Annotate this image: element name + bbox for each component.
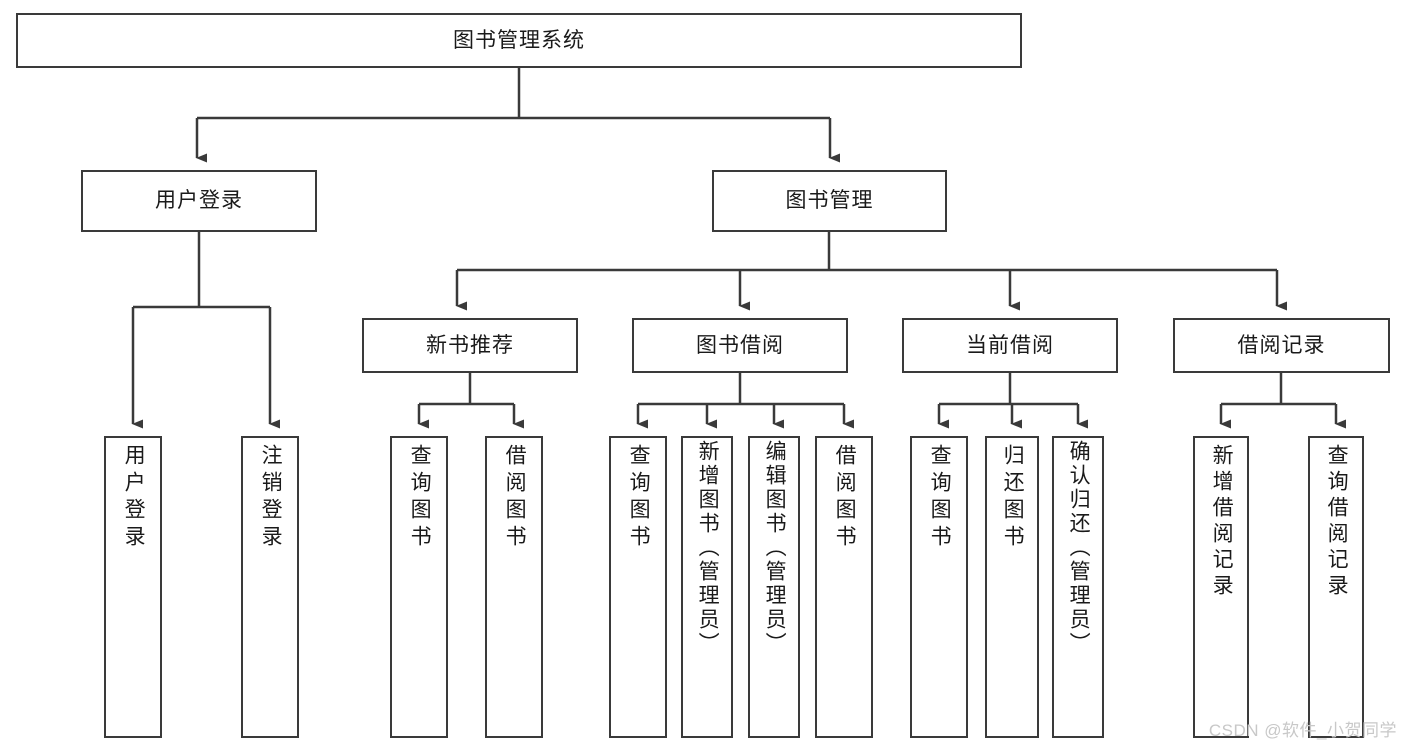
- node-book-borrow-label: 图书借阅: [696, 333, 784, 357]
- watermark: CSDN @软件_小贺同学: [1208, 721, 1397, 740]
- node-query-book-1-label: 查询图书: [408, 444, 432, 552]
- node-query-book-3-label: 查询图书: [928, 444, 952, 552]
- node-confirm-return-admin[interactable]: 确认归还（管理员）: [1052, 436, 1104, 738]
- node-current-borrow-label: 当前借阅: [966, 333, 1054, 357]
- node-book-manage-label: 图书管理: [785, 189, 874, 213]
- node-new-book-recommend[interactable]: 新书推荐: [362, 318, 578, 373]
- node-book-manage[interactable]: 图书管理: [712, 170, 947, 232]
- node-query-borrow-record-label: 查询借阅记录: [1325, 444, 1349, 600]
- node-query-book-3[interactable]: 查询图书: [910, 436, 968, 738]
- node-borrow-book-1[interactable]: 借阅图书: [485, 436, 543, 738]
- node-current-borrow[interactable]: 当前借阅: [902, 318, 1118, 373]
- node-new-book-recommend-label: 新书推荐: [426, 333, 514, 357]
- node-return-book-label: 归还图书: [1001, 444, 1025, 552]
- node-user-login[interactable]: 用户登录: [81, 170, 317, 232]
- node-user-logout[interactable]: 注销登录: [241, 436, 299, 738]
- node-user-login-do[interactable]: 用户登录: [104, 436, 162, 738]
- node-return-book[interactable]: 归还图书: [985, 436, 1039, 738]
- node-book-borrow[interactable]: 图书借阅: [632, 318, 848, 373]
- node-edit-book-admin[interactable]: 编辑图书（管理员）: [748, 436, 800, 738]
- node-add-borrow-record-label: 新增借阅记录: [1210, 444, 1234, 600]
- node-borrow-record[interactable]: 借阅记录: [1173, 318, 1390, 373]
- node-query-book-2[interactable]: 查询图书: [609, 436, 667, 738]
- node-add-book-admin[interactable]: 新增图书（管理员）: [681, 436, 733, 738]
- node-edit-book-admin-label: 编辑图书（管理员）: [763, 440, 787, 656]
- node-query-book-1[interactable]: 查询图书: [390, 436, 448, 738]
- node-add-borrow-record[interactable]: 新增借阅记录: [1193, 436, 1249, 738]
- node-borrow-book-2-label: 借阅图书: [833, 444, 857, 552]
- node-user-login-do-label: 用户登录: [122, 444, 146, 552]
- node-root-label: 图书管理系统: [453, 28, 585, 52]
- node-confirm-return-admin-label: 确认归还（管理员）: [1067, 440, 1091, 656]
- node-borrow-book-1-label: 借阅图书: [503, 444, 527, 552]
- node-add-book-admin-label: 新增图书（管理员）: [696, 440, 720, 656]
- node-borrow-book-2[interactable]: 借阅图书: [815, 436, 873, 738]
- node-query-borrow-record[interactable]: 查询借阅记录: [1308, 436, 1364, 738]
- node-root[interactable]: 图书管理系统: [16, 13, 1022, 68]
- node-user-login-label: 用户登录: [155, 189, 243, 213]
- node-query-book-2-label: 查询图书: [627, 444, 651, 552]
- node-user-logout-label: 注销登录: [259, 444, 283, 552]
- node-borrow-record-label: 借阅记录: [1237, 333, 1326, 357]
